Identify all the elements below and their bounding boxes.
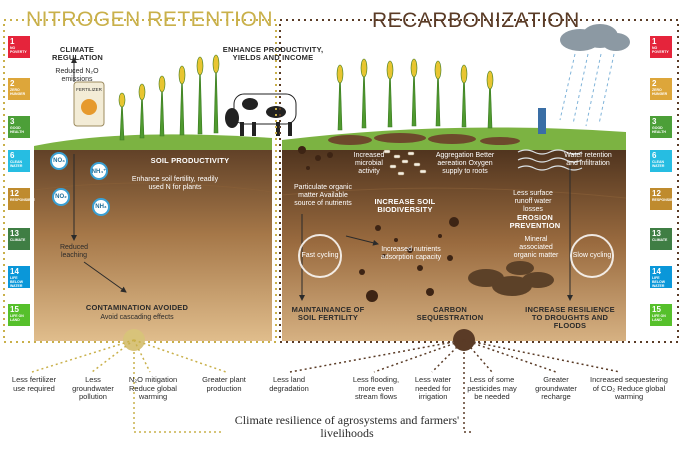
less-runoff-label: Less surface runoff water losses [513,190,553,213]
outcome-greater-recharge: Greater groundwater recharge [535,375,577,401]
increase-resilience-label: INCREASE RESILIENCE TO DROUGHTS AND FLOO… [525,305,615,330]
erosion-prevention-label: EROSION PREVENTION [509,213,561,230]
nitrate-badge: NO₃ [50,152,68,170]
outcome-increased-sequestering: Increased sequestering of CO₂ Reduce glo… [590,375,668,401]
carbon-sequestration-label: CARBON SEQUESTRATION [416,305,484,322]
grass-strip [34,134,272,150]
outcome-less-fertilizer: Less fertilizer use required [11,375,57,393]
outcome-n2o-mitigation: N₂O mitigation Reduce global warming [128,375,178,401]
nitrite-badge: NO₂ [52,188,70,206]
outcome-less-flooding: Less flooding, more even stream flows [352,375,400,401]
outcome-less-land-degradation: Less land degradation [269,375,309,393]
increased-nutrients-label: Increased nutrients adsorption capacity [380,246,442,261]
contamination-avoided-label: CONTAMINATION AVOIDED [85,303,189,312]
enhance-productivity-label: ENHANCE PRODUCTIVITY, YIELDS AND INCOME [222,45,324,62]
avoid-cascading-label: Avoid cascading effects [100,314,174,321]
rain-cloud [559,24,630,127]
outcome-less-groundwater-pollution: Less groundwater pollution [72,375,114,401]
outcome-less-water-irrigation: Less water needed for irrigation [414,375,452,401]
climate-regulation-label: CLIMATE REGULATION [52,45,104,62]
right-soil [282,146,626,341]
cow-illustration [225,93,297,136]
climate-resilience-caption: Climate resilience of agrosystems and fa… [234,413,460,440]
particulate-om-label: Particulate organic matter Available sou… [294,184,352,207]
enhance-soil-fertility-label: Enhance soil fertility, readily used N f… [131,176,219,191]
maintainance-label: MAINTAINANCE OF SOIL FERTILITY [291,305,365,322]
ammonium-badge: NH₄⁺ [90,162,108,180]
slow-cycling-ring [570,234,614,278]
left-panel-border [3,19,277,343]
fast-cycling-ring [298,234,342,278]
nitrogen-retention-title: NITROGEN RETENTION [26,8,274,31]
increase-biodiversity-label: INCREASE SOIL BIODIVERSITY [374,197,436,214]
recarbonization-title: RECARBONIZATION [372,9,580,32]
right-panel-border [279,19,679,343]
fast-cycling-label: Fast cycling [301,252,339,259]
increased-microbial-label: Increased microbial activity [353,152,385,175]
slow-cycling-label: Slow cycling [572,252,612,259]
soil-productivity-label: SOIL PRODUCTIVITY [150,156,230,165]
ammonia-badge: NH₃ [92,198,110,216]
fertilizer-bag-label: FERTILIZER [76,87,102,92]
aggregation-label: Aggregation Better aereation Oxygen supp… [435,152,495,175]
water-retention-label: Water retention and infiltration [564,152,612,167]
mineral-associated-label: Mineral associated organic matter [513,236,559,259]
reduced-emissions-label: Reduced N₂O emissions [55,68,99,83]
outcome-greater-plant-production: Greater plant production [202,375,246,393]
reduced-leaching-label: Reduced leaching [59,244,89,259]
outcome-less-pesticides: Less of some pesticides may be needed [467,375,517,401]
